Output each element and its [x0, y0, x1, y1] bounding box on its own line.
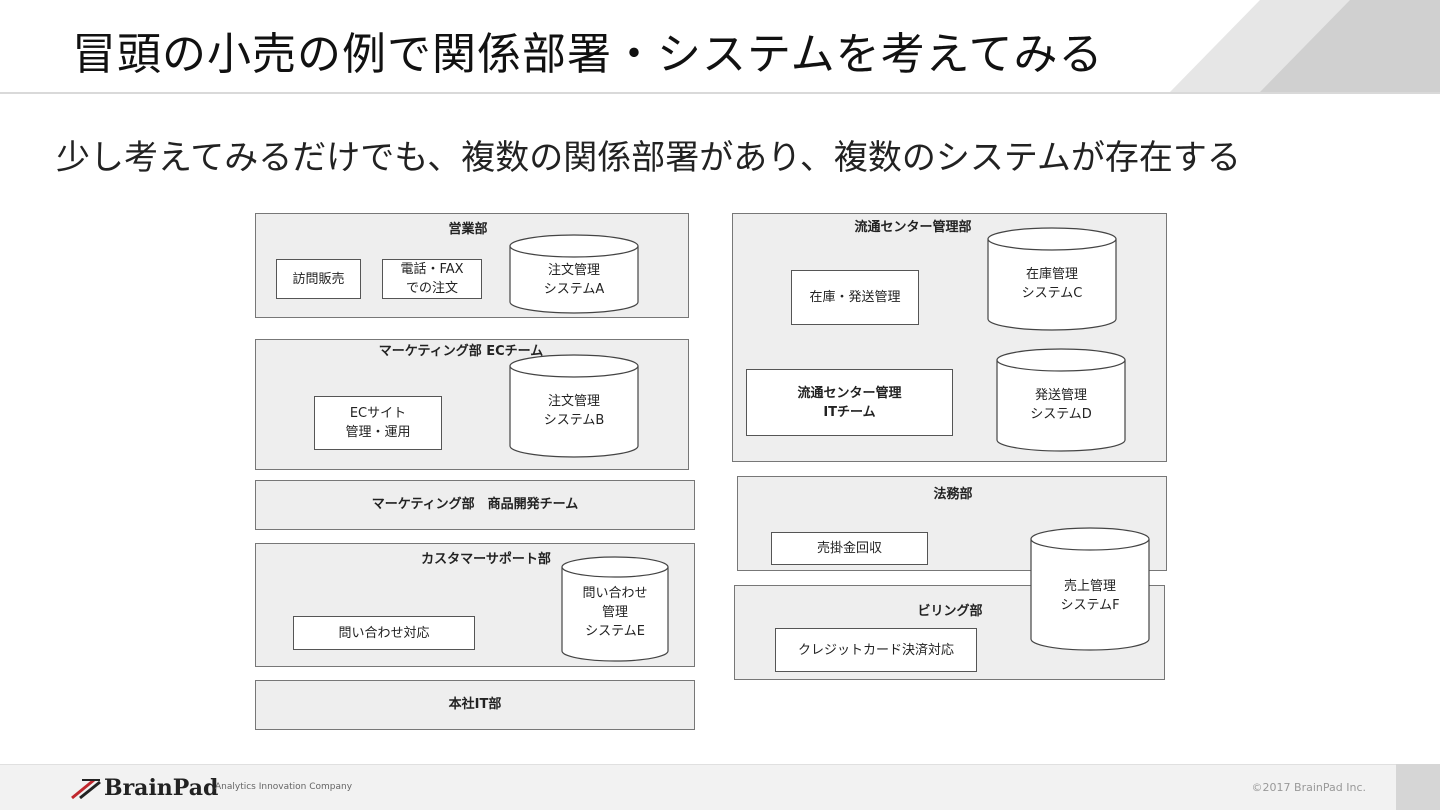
system-a-label: 注文管理 システムA — [543, 263, 605, 297]
brainpad-wordmark: BrainPad — [104, 775, 219, 801]
database-cylinder-icon — [561, 556, 669, 662]
database-cylinder-icon — [509, 234, 639, 314]
task-receivables: 売掛金回収 — [771, 532, 928, 565]
dept-logistics-name: 流通センター管理部 — [854, 220, 972, 235]
task-phone-fax-orders: 電話・FAX での注文 — [382, 259, 482, 299]
dept-sales: 営業部 訪問販売 電話・FAX での注文 注文管理 システムA — [255, 213, 689, 318]
header-divider — [0, 92, 1440, 94]
dept-marketing-product: マーケティング部 商品開発チーム — [255, 480, 695, 530]
database-cylinder-icon — [996, 348, 1126, 452]
slide-subtitle: 少し考えてみるだけでも、複数の関係部署があり、複数のシステムが存在する — [56, 138, 1241, 178]
dept-customer-support: カスタマーサポート部 問い合わせ対応 問い合わせ 管理 システムE — [255, 543, 695, 667]
company-tagline: Analytics Innovation Company — [215, 782, 353, 792]
database-cylinder-icon — [987, 227, 1117, 331]
slide-title: 冒頭の小売の例で関係部署・システムを考えてみる — [72, 29, 1104, 80]
system-b-database: 注文管理 システムB — [509, 354, 639, 458]
brainpad-logo-mark-icon — [71, 778, 101, 800]
dept-sales-name: 営業部 — [448, 222, 488, 237]
task-logistics-it-team: 流通センター管理 ITチーム — [746, 369, 953, 436]
dept-hq-it: 本社IT部 — [255, 680, 695, 730]
system-f-database: 売上管理 システムF — [1030, 527, 1150, 651]
dept-marketing-product-name: マーケティング部 商品開発チーム — [371, 497, 579, 512]
brainpad-logo: BrainPad — [68, 775, 218, 801]
dept-billing-name: ビリング部 — [917, 604, 983, 619]
dept-legal-name: 法務部 — [933, 487, 973, 502]
system-b-label: 注文管理 システムB — [543, 394, 605, 428]
system-d-database: 発送管理 システムD — [996, 348, 1126, 452]
dept-customer-support-name: カスタマーサポート部 — [421, 552, 551, 567]
dept-marketing-ec-name: マーケティング部 ECチーム — [378, 344, 544, 359]
dept-hq-it-name: 本社IT部 — [448, 697, 502, 712]
header-decoration — [1170, 0, 1440, 92]
database-cylinder-icon — [1030, 527, 1150, 651]
dept-legal: 法務部 売掛金回収 — [737, 476, 1167, 571]
system-c-label: 在庫管理 システムC — [1021, 267, 1083, 301]
dept-logistics: 流通センター管理部 在庫・発送管理 流通センター管理 ITチーム 在庫管理 シス… — [732, 213, 1167, 462]
copyright-notice: ©2017 BrainPad Inc. — [1251, 781, 1366, 794]
footer-corner-block — [1396, 764, 1440, 810]
system-c-database: 在庫管理 システムC — [987, 227, 1117, 331]
task-stock-shipping: 在庫・発送管理 — [791, 270, 919, 325]
system-e-label: 問い合わせ 管理 システムE — [582, 586, 648, 639]
task-ec-site: ECサイト 管理・運用 — [314, 396, 442, 450]
system-f-label: 売上管理 システムF — [1060, 579, 1120, 613]
slide-footer — [0, 764, 1440, 810]
system-e-database: 問い合わせ 管理 システムE — [561, 556, 669, 662]
dept-marketing-ec: マーケティング部 ECチーム ECサイト 管理・運用 注文管理 システムB — [255, 339, 689, 470]
task-visit-sales: 訪問販売 — [276, 259, 361, 299]
task-inquiry-handling: 問い合わせ対応 — [293, 616, 475, 650]
system-d-label: 発送管理 システムD — [1030, 388, 1092, 422]
database-cylinder-icon — [509, 354, 639, 458]
task-credit-card: クレジットカード決済対応 — [775, 628, 977, 672]
system-a-database: 注文管理 システムA — [509, 234, 639, 314]
